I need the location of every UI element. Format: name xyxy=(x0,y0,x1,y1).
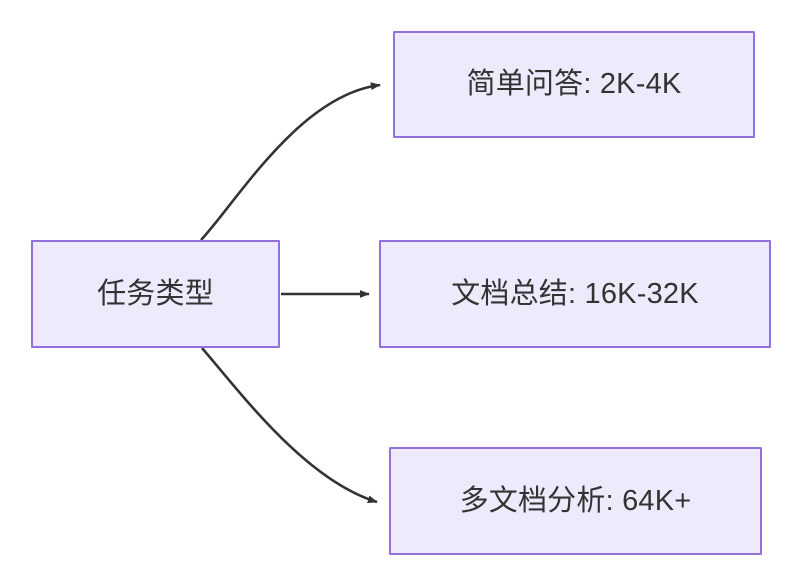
node-multi-doc-label: 多文档分析: 64K+ xyxy=(459,484,692,517)
edge-source-multi-doc xyxy=(201,347,378,504)
node-simple-qa-label: 简单问答: 2K-4K xyxy=(466,68,682,101)
node-multi-doc[interactable]: 多文档分析: 64K+ xyxy=(389,447,762,555)
node-task-type[interactable]: 任务类型 xyxy=(31,240,280,348)
node-doc-summary[interactable]: 文档总结: 16K-32K xyxy=(379,240,771,348)
node-doc-summary-label: 文档总结: 16K-32K xyxy=(451,277,699,310)
node-task-type-label: 任务类型 xyxy=(97,277,214,310)
node-simple-qa[interactable]: 简单问答: 2K-4K xyxy=(393,31,755,138)
edge-source-simple-qa xyxy=(200,82,381,241)
